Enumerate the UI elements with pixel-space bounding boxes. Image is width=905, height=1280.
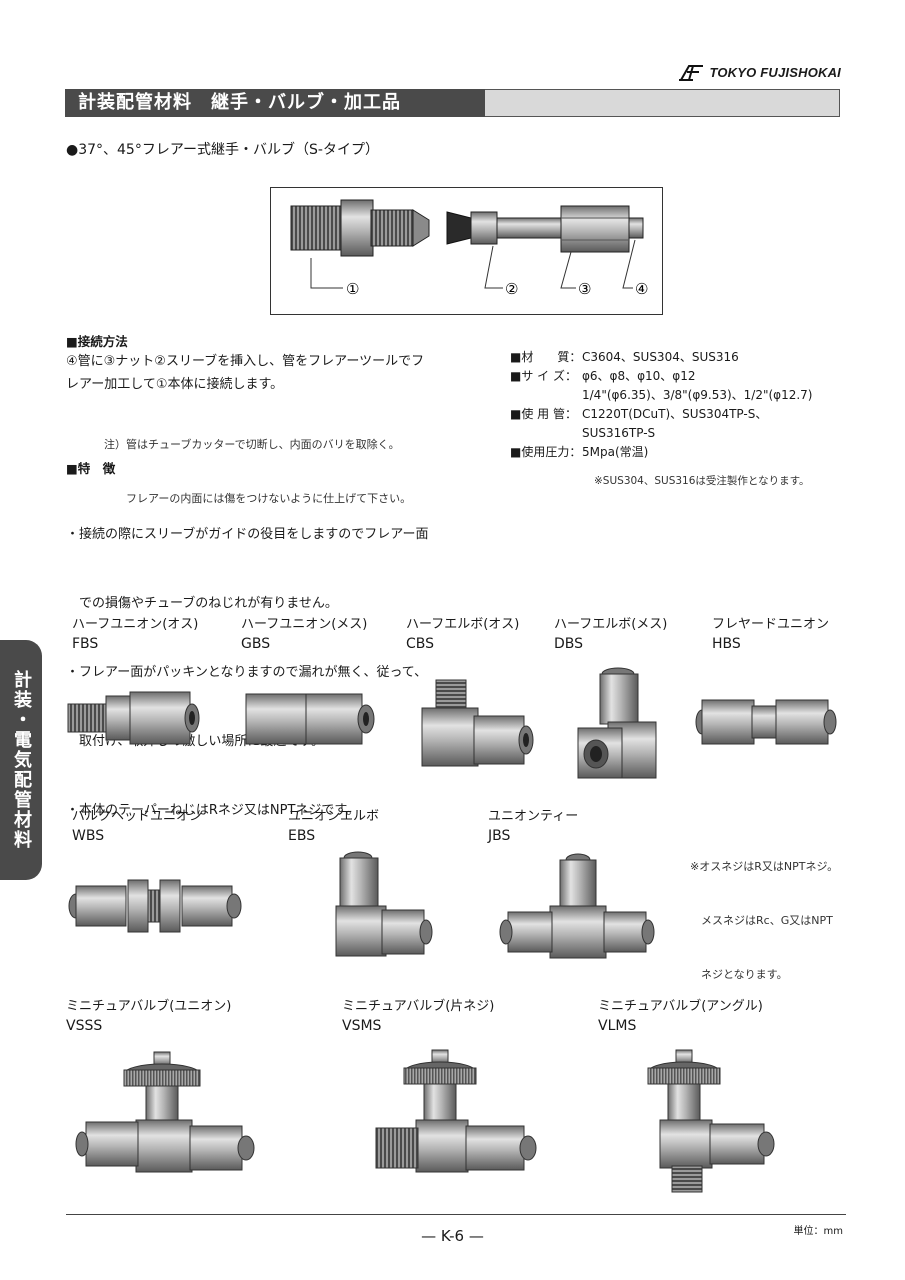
product-code: VSSS bbox=[66, 1018, 103, 1034]
diagram-label: ① bbox=[346, 280, 359, 298]
product-vlms: ミニチュアバルブ(アングル) VLMS bbox=[598, 998, 763, 1036]
fbs-image bbox=[67, 691, 200, 745]
company-logo: TOKYO FUJISHOKAI bbox=[679, 62, 841, 82]
spec-value: 5Mpa(常温) bbox=[582, 445, 649, 459]
spec-pressure: ■使用圧力： 5Mpa(常温) bbox=[510, 443, 850, 462]
product-vsss: ミニチュアバルブ(ユニオン) VSSS bbox=[66, 998, 231, 1036]
spec-value: 1/4"(φ6.35)、3/8"(φ9.53)、1/2"(φ12.7) bbox=[582, 388, 813, 402]
diagram-label: ③ bbox=[578, 280, 591, 298]
spec-pipe: ■使 用 管： C1220T(DCuT)、SUS304TP-S、 bbox=[510, 405, 850, 424]
connection-heading: ■接続方法 bbox=[66, 334, 128, 349]
product-name: ミニチュアバルブ(片ネジ) bbox=[342, 999, 495, 1014]
spec-table: ■材 質： C3604、SUS304、SUS316 ■サ イ ズ： φ6、φ8、… bbox=[510, 348, 850, 462]
thread-note: ※オスネジはR又はNPTネジ。 メスネジはRc、G又はNPT ネジとなります。 bbox=[690, 822, 838, 1002]
product-hbs: フレヤードユニオン HBS bbox=[712, 616, 829, 654]
product-gbs: ハーフユニオン(メス) GBS bbox=[241, 616, 367, 654]
thread-note-line: ネジとなります。 bbox=[690, 968, 788, 981]
spec-pipe-cont: SUS316TP-S bbox=[510, 424, 850, 443]
footer-rule bbox=[66, 1214, 846, 1215]
spec-value: SUS316TP-S bbox=[582, 426, 656, 440]
features-heading: ■特 徴 bbox=[66, 461, 116, 476]
diagram-label: ④ bbox=[635, 280, 648, 298]
product-name: ハーフユニオン(メス) bbox=[241, 617, 368, 632]
spec-size-cont: 1/4"(φ6.35)、3/8"(φ9.53)、1/2"(φ12.7) bbox=[510, 386, 850, 405]
dbs-image bbox=[577, 667, 657, 779]
connection-note: フレアーの内面には傷をつけないように仕上げて下さい。 bbox=[104, 492, 412, 505]
connection-note: 注）管はチューブカッターで切断し、内面のバリを取除く。 bbox=[104, 438, 400, 451]
product-name: バルクヘッドユニオン bbox=[72, 809, 203, 824]
product-code: CBS bbox=[406, 636, 435, 652]
thread-note-line: ※オスネジはR又はNPTネジ。 bbox=[690, 860, 839, 873]
fujishokai-logo-icon bbox=[679, 65, 704, 81]
feature-line: での損傷やチューブのねじれが有りません。 bbox=[66, 596, 338, 611]
side-tab: 計装・電気配管材料 bbox=[0, 640, 42, 880]
product-fbs: ハーフユニオン(オス) FBS bbox=[72, 616, 198, 654]
product-vsms: ミニチュアバルブ(片ネジ) VSMS bbox=[342, 998, 494, 1036]
section-title: ●37°、45°フレアー式継手・バルブ（S-タイプ） bbox=[66, 142, 379, 158]
connection-line: ④管に③ナット②スリーブを挿入し、管をフレアーツールでフ bbox=[66, 354, 425, 369]
thread-note-line: メスネジはRc、G又はNPT bbox=[690, 914, 833, 927]
product-name: ミニチュアバルブ(ユニオン) bbox=[66, 999, 232, 1014]
product-code: EBS bbox=[288, 828, 316, 844]
vlms-image bbox=[647, 1049, 775, 1193]
page-title: 計装配管材料 継手・バルブ・加工品 bbox=[78, 92, 401, 113]
product-cbs: ハーフエルボ(オス) CBS bbox=[406, 616, 519, 654]
product-code: DBS bbox=[554, 636, 584, 652]
ebs-image bbox=[335, 851, 433, 957]
spec-size: ■サ イ ズ： φ6、φ8、φ10、φ12 bbox=[510, 367, 850, 386]
product-code: VLMS bbox=[598, 1018, 637, 1034]
connection-text: ④管に③ナット②スリーブを挿入し、管をフレアーツールでフ レアー加工して①本体に… bbox=[66, 350, 466, 396]
product-code: GBS bbox=[241, 636, 271, 652]
product-name: ミニチュアバルブ(アングル) bbox=[598, 999, 763, 1014]
spec-label: ■サ イ ズ： bbox=[510, 369, 577, 383]
product-name: ハーフエルボ(メス) bbox=[554, 617, 668, 632]
spec-label: ■材 質： bbox=[510, 350, 582, 364]
diagram-label: ② bbox=[505, 280, 518, 298]
feature-line: ・接続の際にスリーブがガイドの役目をしますのでフレアー面 bbox=[66, 527, 429, 542]
exploded-fitting-illustration: ① ② ③ ④ bbox=[290, 199, 648, 298]
gbs-image bbox=[245, 693, 375, 745]
product-code: HBS bbox=[712, 636, 741, 652]
header-title-bar bbox=[65, 89, 485, 117]
page-number: — K-6 — bbox=[421, 1227, 484, 1245]
jbs-image bbox=[499, 853, 655, 959]
product-name: フレヤードユニオン bbox=[712, 617, 830, 632]
spec-note: ※SUS304、SUS316は受注製作となります。 bbox=[594, 475, 810, 487]
product-wbs: バルクヘッドユニオン WBS bbox=[72, 808, 202, 846]
product-name: ユニオンエルボ bbox=[288, 809, 380, 824]
product-ebs: ユニオンエルボ EBS bbox=[288, 808, 379, 846]
spec-label: ■使 用 管： bbox=[510, 407, 577, 421]
logo-text: TOKYO FUJISHOKAI bbox=[709, 64, 841, 80]
spec-material: ■材 質： C3604、SUS304、SUS316 bbox=[510, 348, 850, 367]
product-name: ユニオンティー bbox=[488, 809, 579, 824]
connection-line: レアー加工して①本体に接続します。 bbox=[66, 377, 284, 392]
connection-notes: 注）管はチューブカッターで切断し、内面のバリを取除く。 フレアーの内面には傷をつ… bbox=[104, 400, 411, 526]
product-name: ハーフユニオン(オス) bbox=[72, 617, 199, 632]
side-tab-label: 計装・電気配管材料 bbox=[11, 670, 32, 850]
product-code: FBS bbox=[72, 636, 99, 652]
spec-label: ■使用圧力： bbox=[510, 445, 582, 459]
spec-value: C1220T(DCuT)、SUS304TP-S、 bbox=[582, 407, 768, 421]
product-name: ハーフエルボ(オス) bbox=[406, 617, 520, 632]
product-dbs: ハーフエルボ(メス) DBS bbox=[554, 616, 667, 654]
wbs-image bbox=[68, 879, 242, 933]
hbs-image bbox=[695, 699, 837, 745]
fitting-diagram: ① ② ③ ④ bbox=[270, 187, 663, 315]
features-list: ・接続の際にスリーブがガイドの役目をしますのでフレアー面 での損傷やチューブのね… bbox=[66, 477, 476, 845]
spec-value: φ6、φ8、φ10、φ12 bbox=[582, 369, 696, 383]
vsms-image bbox=[375, 1049, 537, 1173]
vsss-image bbox=[75, 1051, 255, 1173]
product-code: VSMS bbox=[342, 1018, 382, 1034]
unit-note: 単位：mm bbox=[793, 1226, 843, 1237]
product-code: JBS bbox=[488, 828, 511, 844]
product-code: WBS bbox=[72, 828, 105, 844]
feature-line: ・フレアー面がパッキンとなりますので漏れが無く、従って、 bbox=[66, 665, 428, 680]
spec-value: C3604、SUS304、SUS316 bbox=[582, 350, 739, 364]
cbs-image bbox=[421, 679, 534, 767]
product-jbs: ユニオンティー JBS bbox=[488, 808, 578, 846]
feature-line: ・本体のテーパーねじはRネジ又はNPTネジです。 bbox=[66, 803, 360, 818]
